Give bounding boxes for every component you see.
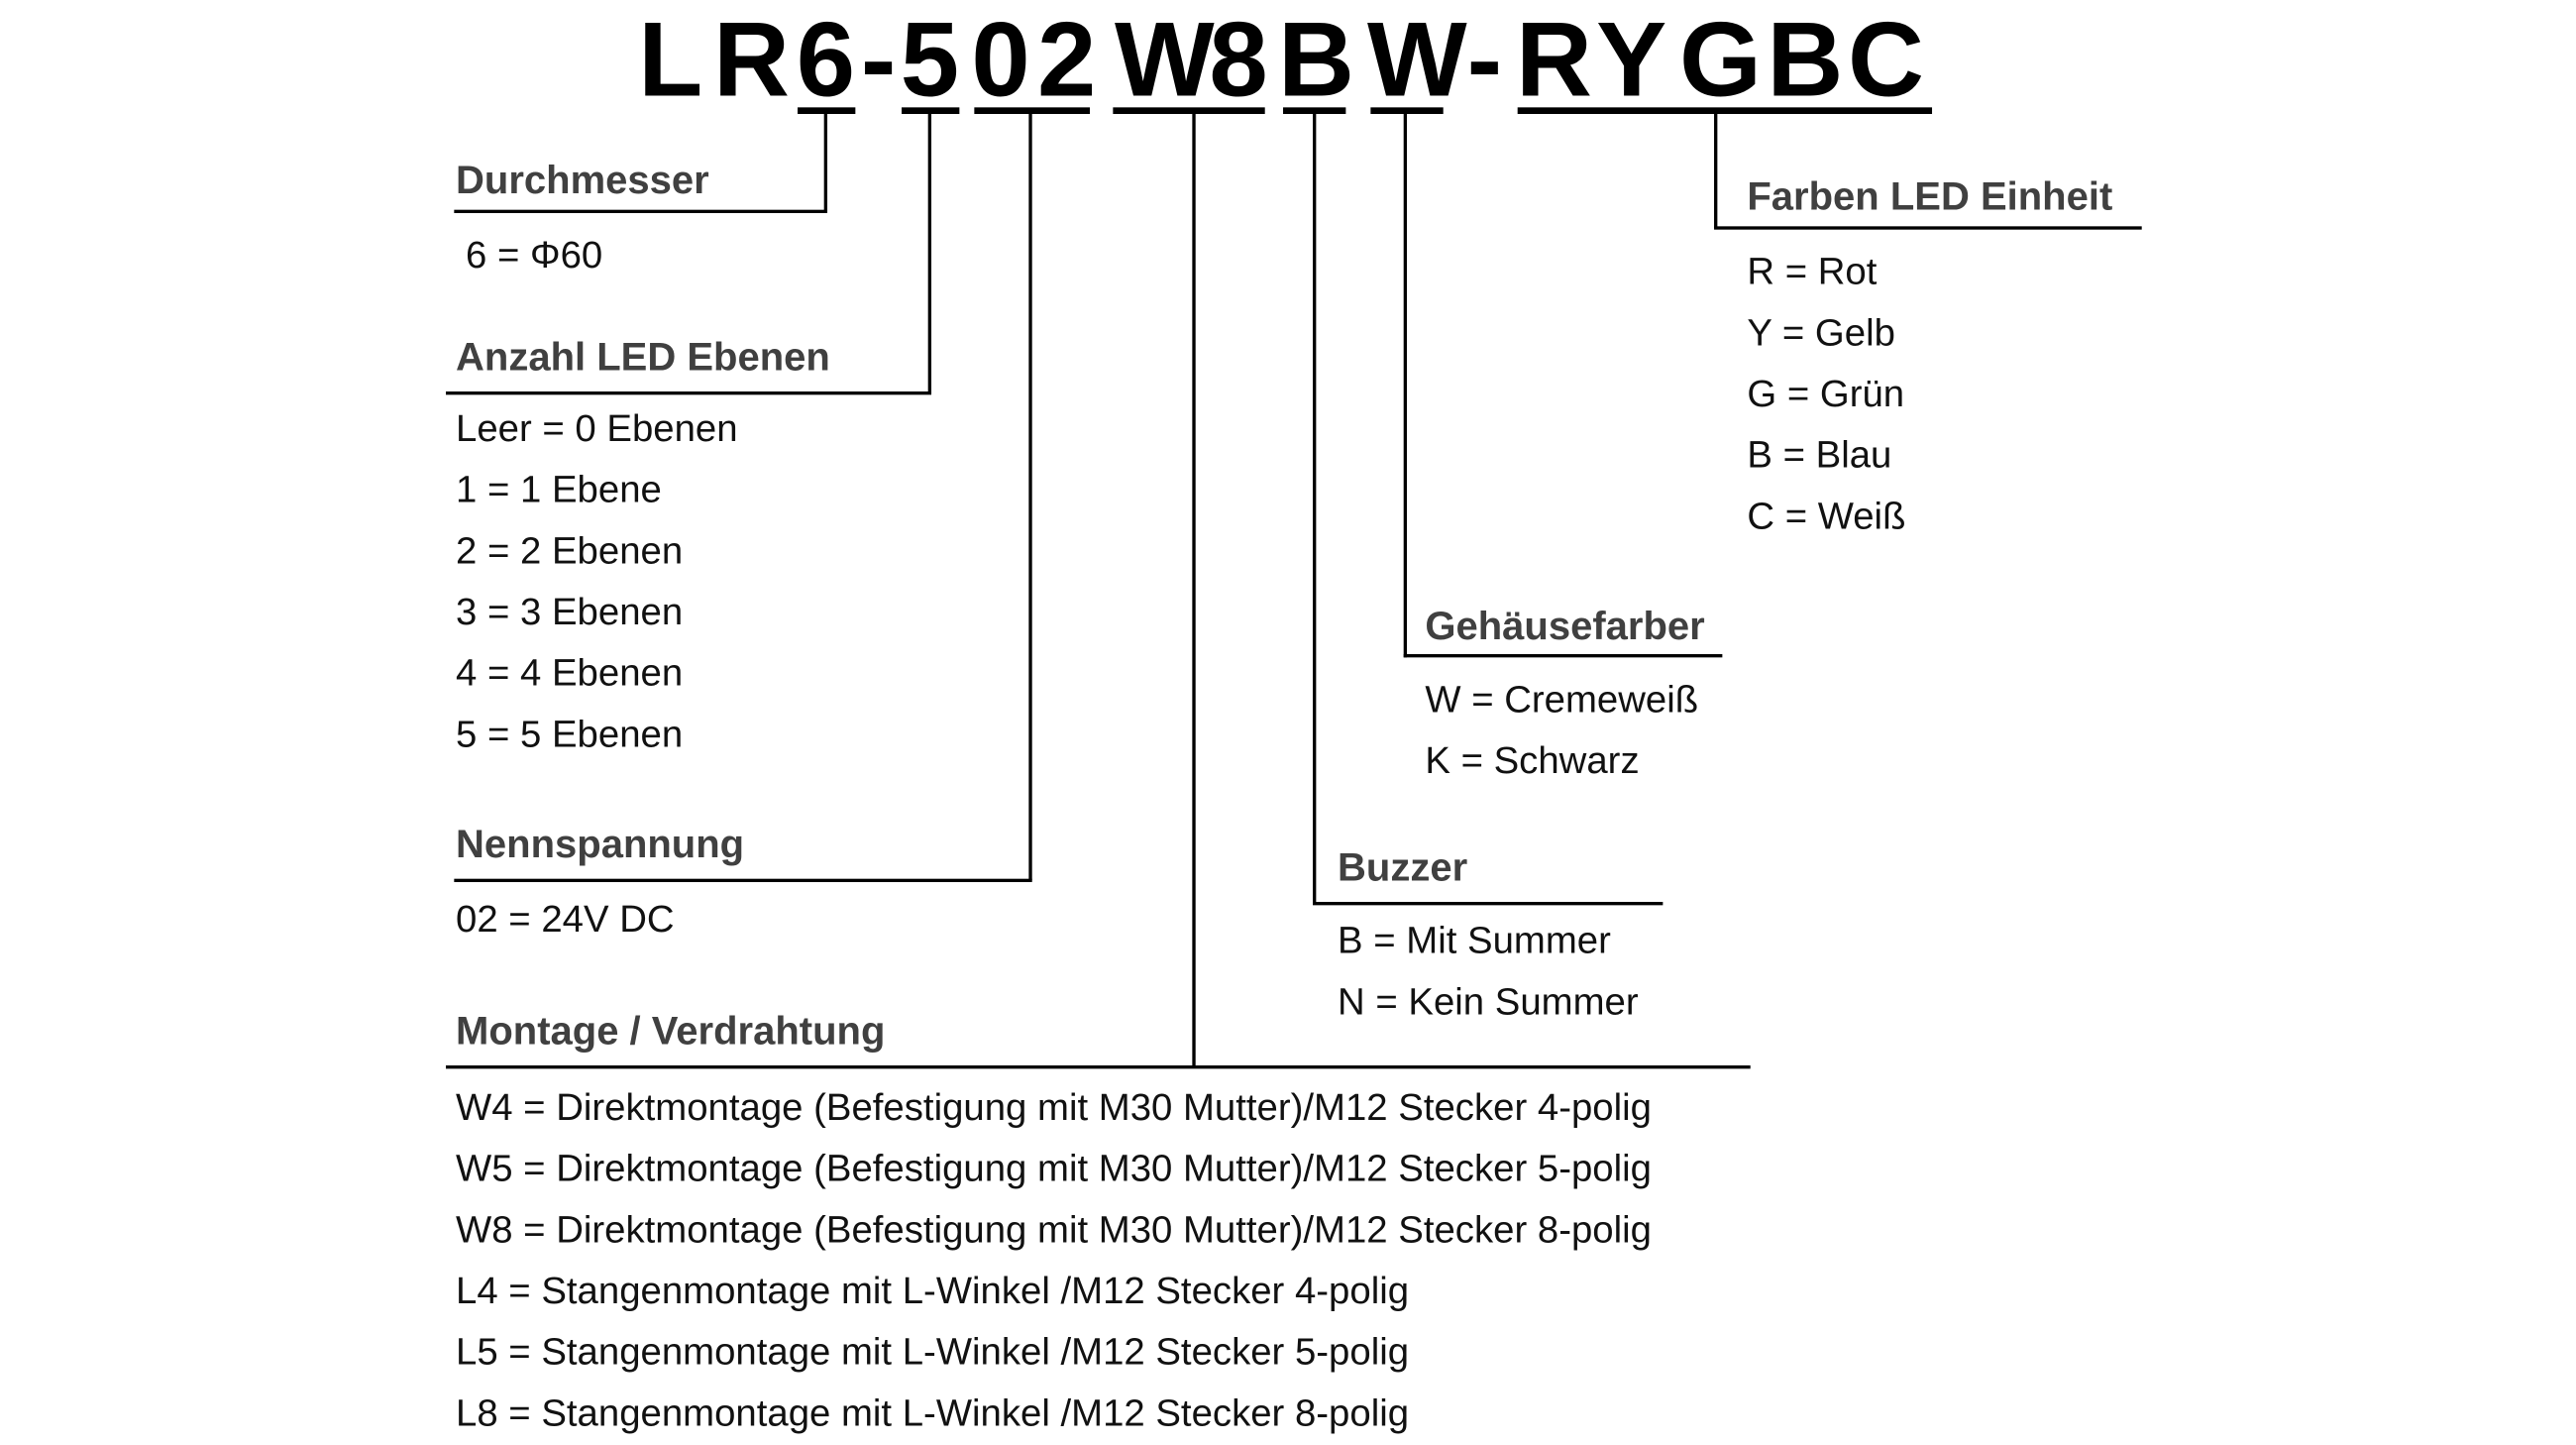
list-item: B = Blau xyxy=(1747,432,1892,477)
connector-montage-h xyxy=(446,1065,1751,1068)
list-item: 3 = 3 Ebenen xyxy=(456,590,684,633)
list-item: R = Rot xyxy=(1747,249,1878,293)
list-item: L5 = Stangenmontage mit L-Winkel /M12 St… xyxy=(456,1329,1410,1374)
underline-farben xyxy=(1517,107,1933,115)
list-item: 5 = 5 Ebenen xyxy=(456,712,684,755)
heading-durchmesser: Durchmesser xyxy=(456,159,709,204)
heading-ebenen: Anzahl LED Ebenen xyxy=(456,335,830,381)
code-char: 2 xyxy=(1037,0,1097,120)
connector-farben xyxy=(1714,112,1717,229)
connector-gehaeuse-h xyxy=(1403,654,1723,657)
code-char: 5 xyxy=(900,0,960,120)
list-item: W5 = Direktmontage (Befestigung mit M30 … xyxy=(456,1146,1652,1190)
connector-ebenen-h xyxy=(446,391,932,394)
list-item: 4 = 4 Ebenen xyxy=(456,650,684,695)
code-char: W xyxy=(1367,0,1467,120)
code-char: Y xyxy=(1596,0,1667,120)
list-item: C = Weiß xyxy=(1747,494,1906,537)
code-char: 6 xyxy=(796,0,856,120)
connector-buzzer-h xyxy=(1313,902,1664,905)
code-char: R xyxy=(713,0,791,120)
underline-gehaeuse xyxy=(1370,107,1444,115)
code-char: 8 xyxy=(1209,0,1268,120)
list-item: 6 = Φ60 xyxy=(466,233,603,277)
heading-gehaeuse: Gehäusefarber xyxy=(1425,605,1705,650)
connector-buzzer xyxy=(1313,112,1316,904)
code-char: W xyxy=(1115,0,1215,120)
connector-durchmesser xyxy=(823,112,827,212)
connector-durchmesser-h xyxy=(454,209,828,213)
connector-nennspannung xyxy=(1028,112,1031,881)
list-item: N = Kein Summer xyxy=(1338,979,1639,1023)
code-char: B xyxy=(1278,0,1355,120)
connector-nennspannung-h xyxy=(454,878,1032,882)
list-item: 02 = 24V DC xyxy=(456,897,675,941)
underline-montage xyxy=(1113,107,1265,115)
list-item: B = Mit Summer xyxy=(1338,918,1611,962)
code-char: C xyxy=(1848,0,1925,120)
code-char: G xyxy=(1679,0,1763,120)
heading-montage: Montage / Verdrahtung xyxy=(456,1009,886,1055)
heading-buzzer: Buzzer xyxy=(1338,845,1468,891)
code-char: - xyxy=(860,0,897,120)
list-item: Leer = 0 Ebenen xyxy=(456,406,738,450)
list-item: W4 = Direktmontage (Befestigung mit M30 … xyxy=(456,1085,1652,1129)
list-item: G = Grün xyxy=(1747,372,1905,415)
underline-nennspannung xyxy=(974,107,1091,115)
list-item: L4 = Stangenmontage mit L-Winkel /M12 St… xyxy=(456,1269,1410,1312)
code-char: R xyxy=(1516,0,1593,120)
underline-buzzer xyxy=(1283,107,1346,115)
heading-nennspannung: Nennspannung xyxy=(456,823,745,868)
list-item: K = Schwarz xyxy=(1425,738,1640,782)
underline-ebenen xyxy=(902,107,960,115)
list-item: W8 = Direktmontage (Befestigung mit M30 … xyxy=(456,1207,1652,1251)
connector-ebenen xyxy=(927,112,931,393)
list-item: W = Cremeweiß xyxy=(1425,677,1699,721)
connector-gehaeuse xyxy=(1403,112,1407,658)
code-char: 0 xyxy=(971,0,1030,120)
list-item: L8 = Stangenmontage mit L-Winkel /M12 St… xyxy=(456,1390,1410,1434)
heading-farben: Farben LED Einheit xyxy=(1747,174,2113,220)
connector-farben-h xyxy=(1714,226,2142,229)
connector-montage xyxy=(1192,112,1195,1067)
code-char: - xyxy=(1466,0,1503,120)
code-char: L xyxy=(638,0,703,120)
underline-durchmesser xyxy=(798,107,856,115)
list-item: 2 = 2 Ebenen xyxy=(456,528,684,572)
list-item: 1 = 1 Ebene xyxy=(456,467,662,511)
list-item: Y = Gelb xyxy=(1747,310,1895,354)
code-char: B xyxy=(1767,0,1844,120)
